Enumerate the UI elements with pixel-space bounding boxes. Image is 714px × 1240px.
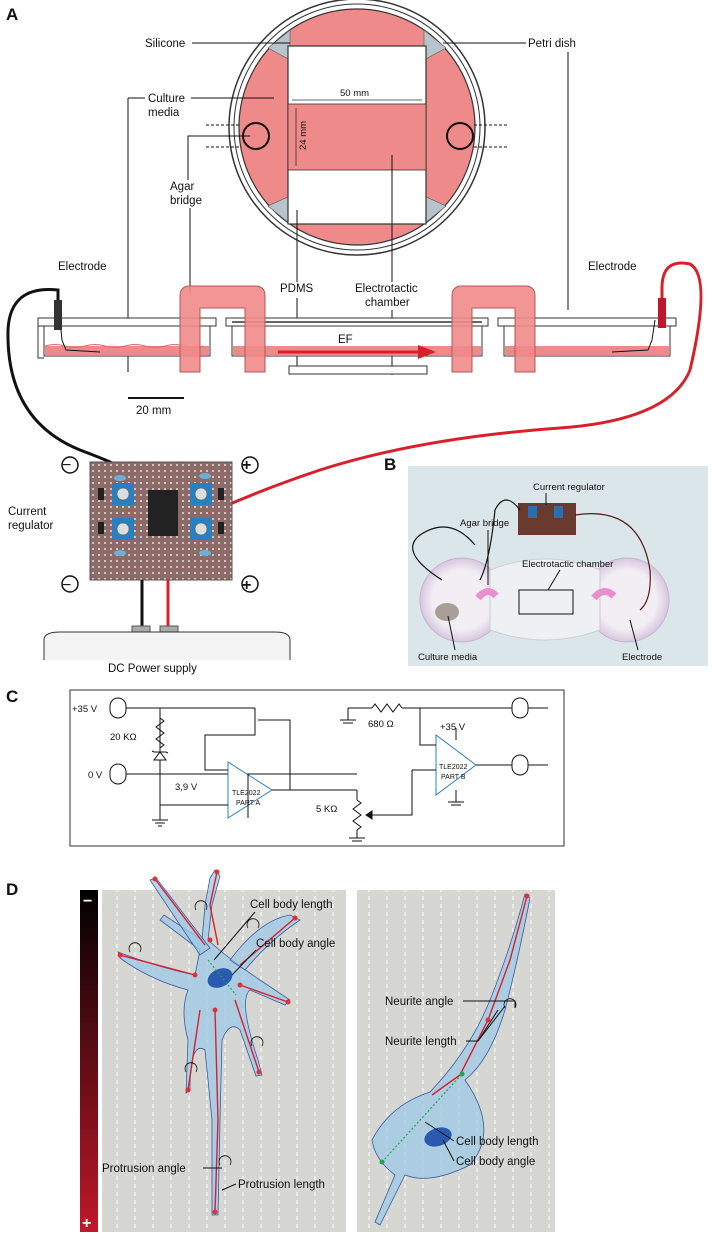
pdms-label: PDMS (280, 283, 314, 295)
b-current-regulator: Current regulator (533, 482, 605, 493)
scale-label: 20 mm (136, 405, 171, 417)
c-opamp-a-1: TLE2022 (232, 790, 261, 797)
panel-d-label: D (6, 880, 18, 899)
multipolar-cell (117, 869, 301, 1216)
regulator-label-2: regulator (8, 520, 54, 532)
side-view: EF 20 mm (37, 285, 677, 417)
c-v0: 0 V (88, 770, 103, 781)
height-label: 24 mm (298, 121, 309, 150)
gradient-plus: + (82, 1215, 91, 1232)
b-chamber: Electrotactic chamber (522, 559, 613, 570)
agar-bridge-label-1: Agar (170, 181, 194, 193)
d-protrusion-length: Protrusion length (238, 1179, 325, 1191)
panel-c-label: C (6, 687, 18, 706)
power-supply-label: DC Power supply (108, 663, 197, 675)
c-opamp-b-2: PART B (441, 774, 466, 781)
plus-sign-1: + (242, 457, 251, 474)
d-cell-body-length-r: Cell body length (456, 1136, 538, 1148)
regulator-label-1: Current (8, 506, 47, 518)
c-opamp-a-2: PART A (236, 800, 260, 807)
petri-dish-top-view: 50 mm 24 mm (206, 0, 508, 256)
width-label: 50 mm (340, 88, 369, 99)
d-cell-body-angle: Cell body angle (256, 938, 335, 950)
petri-dish-label: Petri dish (528, 38, 576, 50)
d-neurite-length: Neurite length (385, 1036, 457, 1048)
chamber-label-2: chamber (365, 297, 410, 309)
panel-b-label: B (384, 455, 396, 474)
silicone-label: Silicone (145, 38, 185, 50)
d-cell-body-angle-r: Cell body angle (456, 1156, 535, 1168)
b-electrode: Electrode (622, 652, 662, 663)
minus-sign-2: − (62, 577, 71, 594)
c-r5k: 5 KΩ (316, 804, 337, 815)
ef-gradient-bar (80, 890, 98, 1232)
agar-bridge-label-2: bridge (170, 195, 202, 207)
panel-d: D − + Cell body length Cell body ang (6, 869, 555, 1232)
c-v35-input: +35 V (72, 704, 98, 715)
c-opamp-b-1: TLE2022 (439, 764, 468, 771)
panel-a-label: A (6, 5, 18, 24)
gradient-minus: − (83, 893, 92, 910)
plus-sign-2: + (242, 577, 251, 594)
ef-label: EF (338, 334, 353, 346)
bipolar-cell (371, 893, 531, 1226)
d-neurite-angle: Neurite angle (385, 996, 453, 1008)
panel-b: B Current regulator Agar bridge Electrot… (384, 455, 708, 666)
culture-media-label-2: media (148, 107, 180, 119)
d-protrusion-angle: Protrusion angle (102, 1163, 186, 1175)
c-v35-b: +35 V (440, 722, 466, 733)
minus-sign-1: − (62, 457, 71, 474)
electrode-left-label: Electrode (58, 261, 107, 273)
c-zener: 3,9 V (175, 782, 198, 793)
culture-media-label-1: Culture (148, 93, 185, 105)
b-agar-bridge: Agar bridge (460, 518, 509, 529)
chamber-label-1: Electrotactic (355, 283, 418, 295)
panel-c: C (6, 687, 565, 847)
c-r680: 680 Ω (368, 719, 394, 730)
c-r20k: 20 KΩ (110, 732, 137, 743)
b-culture-media: Culture media (418, 652, 478, 663)
d-cell-body-length: Cell body length (250, 899, 332, 911)
electrode-right-label: Electrode (588, 261, 637, 273)
panel-a: A 50 mm 24 mm Silicone Petri dish Cultur… (6, 0, 703, 675)
current-regulator-board (89, 461, 233, 581)
